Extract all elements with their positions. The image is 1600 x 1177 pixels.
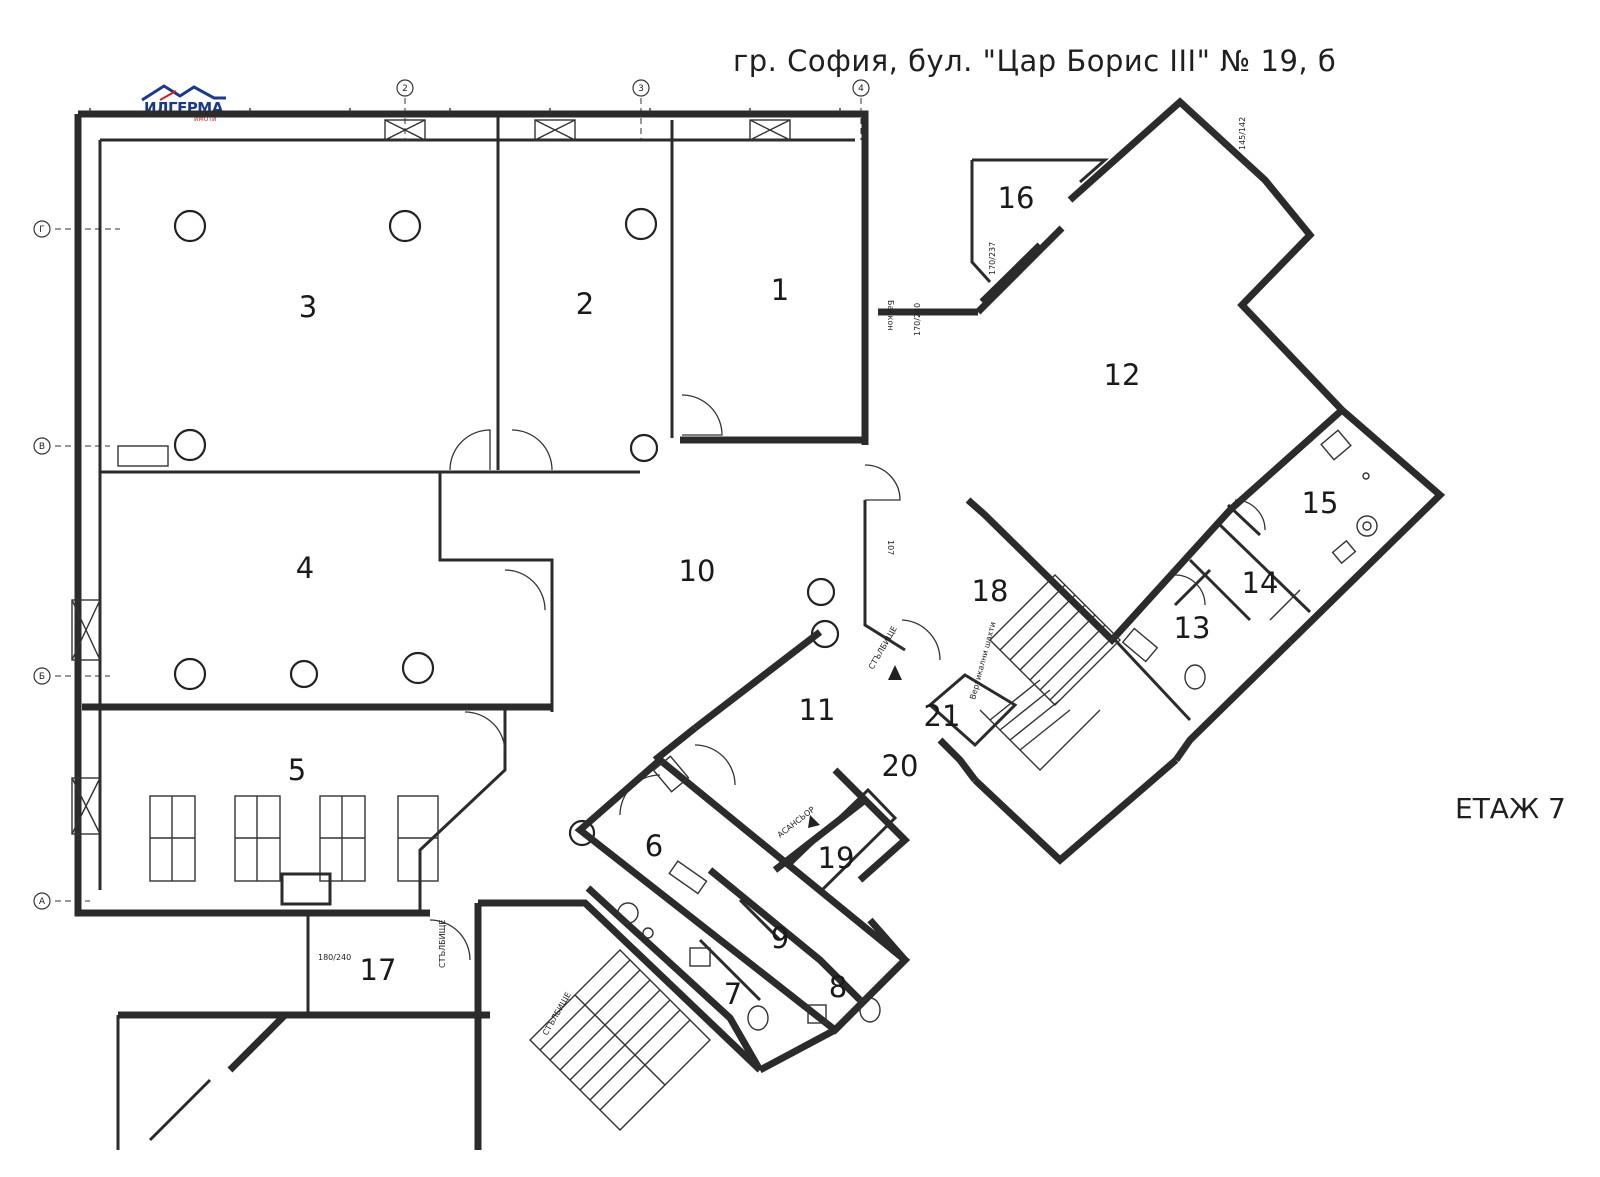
wc-fixtures [617, 860, 881, 1031]
axis-bubble-v [33, 437, 51, 455]
axis-label-2: 2 [402, 84, 408, 94]
dimension-window-12: 145/142 [1238, 117, 1247, 150]
wet-room-fixtures [1121, 429, 1378, 690]
grid-axes: Г В Б А 2 3 4 [33, 79, 870, 910]
room-5-furniture [117, 445, 439, 906]
column [173, 209, 207, 243]
room-number-13: 13 [1174, 611, 1211, 645]
room-numbers: 1 2 3 4 5 6 7 8 9 10 11 12 13 14 15 16 1… [288, 181, 1339, 1011]
room-number-1: 1 [771, 273, 789, 307]
axis-bubble-b [33, 667, 51, 685]
column [173, 428, 207, 462]
stairs-label-17: СТЪЛБИЩЕ [438, 920, 447, 968]
south-walls [116, 899, 763, 1150]
axis-bubble-3 [632, 79, 650, 97]
room-number-5: 5 [288, 753, 306, 787]
stairs-label: СТЪЛБИЩЕ [867, 625, 899, 671]
elevator-arrow-icon [808, 815, 820, 828]
room-number-15: 15 [1302, 486, 1339, 520]
axis-label-g: Г [39, 225, 45, 235]
room-number-18: 18 [972, 574, 1009, 608]
room-number-4: 4 [296, 551, 314, 585]
room-number-9: 9 [771, 921, 789, 955]
column [629, 433, 659, 463]
logo-roof-icon [141, 84, 226, 102]
south-stairs [529, 949, 711, 1131]
dimension-door-17: 180/240 [318, 953, 351, 962]
axis-bubble-g [33, 220, 51, 238]
room-number-6: 6 [645, 829, 663, 863]
column [388, 209, 422, 243]
dimension-door-12: 170/240 [913, 303, 922, 336]
partitions [82, 114, 906, 913]
stairs-label-south: СТЪЛБИЩЕ [541, 991, 573, 1037]
room-number-19: 19 [818, 841, 855, 875]
floor-label: ЕТАЖ 7 [1455, 792, 1566, 825]
doors [429, 394, 941, 961]
axis-label-v: В [39, 442, 45, 452]
column [624, 207, 658, 241]
column [806, 577, 836, 607]
balcony-label: Балкон [886, 300, 895, 330]
axis-label-b: Б [39, 672, 45, 682]
column [289, 659, 319, 689]
axis-bubble-a [33, 892, 51, 910]
room-number-21: 21 [924, 699, 961, 733]
room-number-7: 7 [724, 977, 742, 1011]
outer-walls [71, 108, 869, 917]
stairs-18 [927, 574, 1121, 771]
axis-label-4: 4 [858, 84, 864, 94]
core-walls [574, 629, 911, 1074]
axis-bubble-4 [852, 79, 870, 97]
room-number-12: 12 [1104, 358, 1141, 392]
axis-label-a: А [39, 897, 46, 907]
east-wing-walls [878, 97, 1446, 865]
room-number-10: 10 [679, 554, 716, 588]
room-number-16: 16 [998, 181, 1035, 215]
axis-bubble-2 [396, 79, 414, 97]
plan-annotations: СТЪЛБИЩЕ СТЪЛБИЩЕ СТЪЛБИЩЕ АСАНСЬОР Верт… [318, 117, 1247, 1037]
room-number-3: 3 [299, 290, 317, 324]
room-number-20: 20 [882, 749, 919, 783]
dimension-door-10: 107 [886, 540, 895, 555]
column [173, 657, 207, 691]
dimension-door-16: 170/237 [988, 242, 997, 275]
room-number-11: 11 [799, 693, 836, 727]
room-number-8: 8 [829, 970, 847, 1004]
axis-label-3: 3 [638, 84, 644, 94]
column [401, 651, 435, 685]
room-number-17: 17 [360, 953, 397, 987]
room-number-14: 14 [1242, 566, 1279, 600]
address-title: гр. София, бул. "Цар Борис III" № 19, б [733, 44, 1337, 78]
logo-subtitle: ИМОТИ [194, 116, 217, 123]
room-number-2: 2 [576, 287, 594, 321]
stair-direction-arrow-icon [888, 665, 902, 680]
columns [173, 207, 840, 847]
technical-label: Вертикални шахти [968, 621, 997, 701]
